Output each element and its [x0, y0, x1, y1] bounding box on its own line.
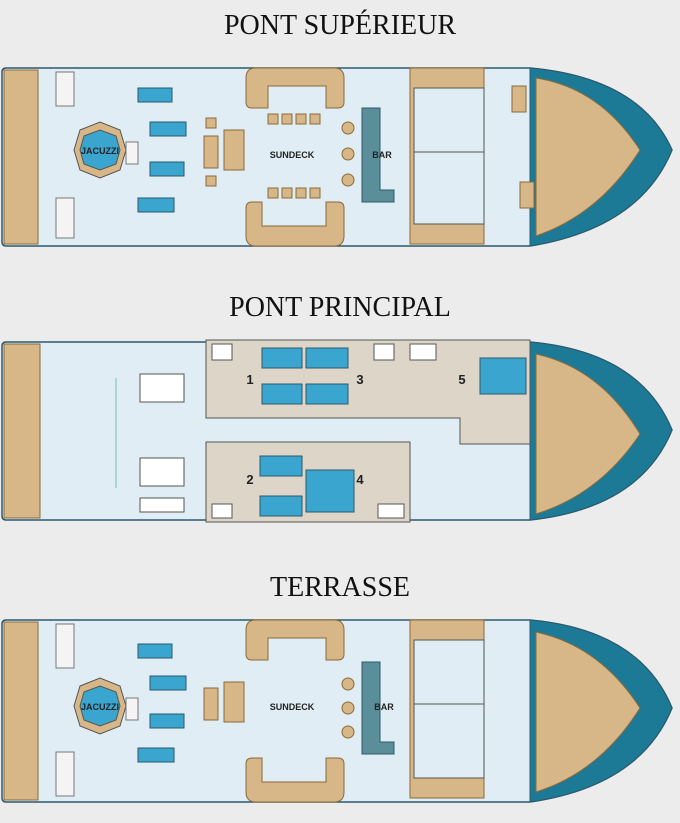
terrace-deck-plan: JACUZZI SUNDECK BAR — [1, 619, 673, 803]
jacuzzi-label: JACUZZI — [81, 146, 119, 156]
cabin-4: 4 — [356, 472, 364, 487]
upper-deck-plan: JACUZZI SUNDECK BAR — [1, 67, 673, 247]
main-deck-title: PONT PRINCIPAL — [229, 292, 451, 323]
sundeck-label: SUNDECK — [270, 150, 315, 160]
cabin-5: 5 — [458, 372, 465, 387]
cabin-1: 1 — [246, 372, 253, 387]
main-deck-plan: 1 2 3 4 5 — [1, 339, 673, 523]
loungers — [137, 87, 187, 213]
terrace-sundeck-label: SUNDECK — [270, 702, 315, 712]
bar-label: BAR — [372, 150, 392, 160]
upper-deck-title: PONT SUPÉRIEUR — [223, 10, 457, 41]
cabin-2: 2 — [246, 472, 253, 487]
terrace-jacuzzi-label: JACUZZI — [81, 702, 119, 712]
cabin-3: 3 — [356, 372, 363, 387]
terrace-deck-title: TERRASSE — [269, 572, 411, 603]
terrace-bar-label: BAR — [374, 702, 394, 712]
